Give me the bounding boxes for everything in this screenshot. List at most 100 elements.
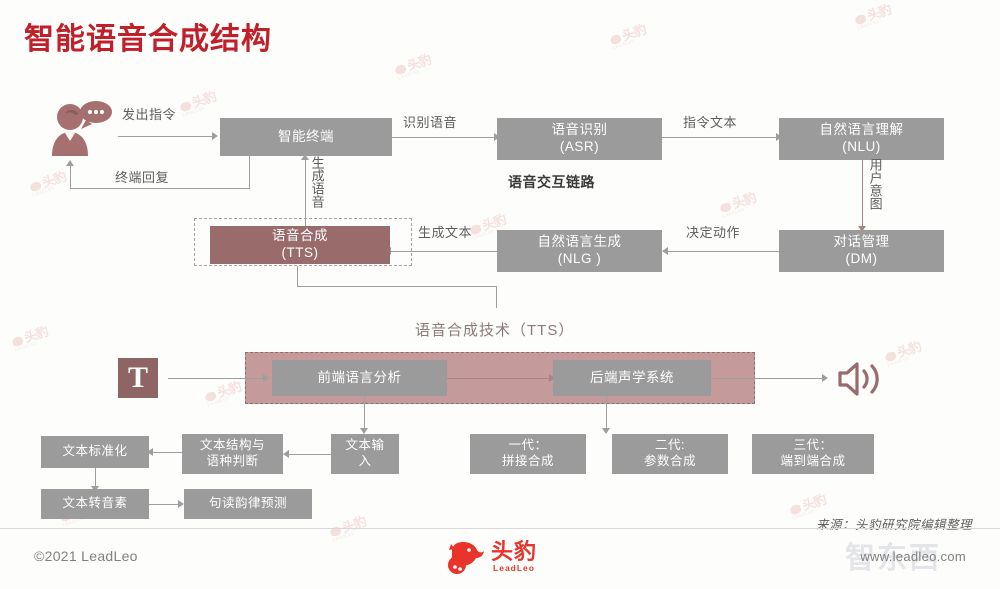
connector-grapheme-to-prosody (149, 504, 181, 505)
connector-backend-down (606, 396, 607, 430)
connector-normalize-down (95, 468, 96, 488)
node-nlg-line1: 自然语言生成 (537, 234, 622, 250)
user-speaking-icon (46, 100, 112, 158)
brand-name-en: LeadLeo (493, 563, 535, 573)
connector-generate-speech (305, 158, 306, 226)
node-frontend-analysis[interactable]: 前端语言分析 (272, 360, 447, 396)
tts-highlight-frame (194, 218, 412, 266)
connector-decide-action (665, 251, 779, 252)
edge-label-recognize-speech: 识别语音 (403, 115, 458, 130)
node-grapheme-to-phoneme[interactable]: 文本转音素 (41, 489, 149, 519)
node-generation-2-line2: 参数合成 (643, 454, 696, 468)
connector-tts-bracket-right (496, 286, 497, 308)
leopard-mark-icon (448, 542, 484, 574)
copyright-text: ©2021 LeadLeo (34, 548, 138, 564)
node-nlg[interactable]: 自然语言生成 (NLG ) (497, 230, 662, 272)
connector-backend-to-speaker (711, 378, 825, 379)
website-url: www.leadleo.com (860, 549, 966, 564)
arrow-backend-to-speaker (822, 374, 828, 382)
node-generation-3-line2: 端到端合成 (780, 454, 846, 468)
edge-label-command-text: 指令文本 (683, 115, 738, 130)
arrow-decide-action (662, 247, 668, 255)
connector-tts-bracket-left (297, 266, 298, 286)
connector-generate-text (388, 251, 497, 252)
node-smart-terminal[interactable]: 智能终端 (220, 118, 392, 156)
connector-frontend-down (364, 396, 365, 430)
node-generation-1[interactable]: 一代： 拼接合成 (470, 434, 586, 474)
connector-text-to-frontend (168, 378, 266, 379)
node-nlu-line2: (NLU) (842, 139, 881, 154)
arrow-issue-command (212, 132, 218, 140)
arrow-user-intent (858, 226, 866, 232)
connector-tts-bracket-h (297, 286, 497, 287)
connector-user-intent (862, 160, 863, 228)
connector-recognize-speech (392, 137, 497, 138)
brand-name-cn: 头豹 (491, 539, 538, 564)
node-generation-3-line1: 三代： (793, 438, 833, 453)
connector-terminal-reply-up (70, 163, 71, 189)
node-dm-line1: 对话管理 (833, 234, 890, 250)
node-prosody-prediction[interactable]: 句读韵律预测 (184, 489, 312, 519)
node-nlg-line2: (NLG ) (557, 251, 602, 266)
node-text-input[interactable]: 文本输 入 (331, 434, 399, 474)
node-nlu-line1: 自然语言理解 (819, 122, 904, 138)
node-text-normalization[interactable]: 文本标准化 (41, 436, 149, 468)
arrow-backend-down (602, 428, 610, 434)
node-dm-line2: (DM) (845, 251, 878, 266)
node-text-structure[interactable]: 文本结构与 语种判断 (182, 434, 283, 474)
edge-label-terminal-reply: 终端回复 (115, 170, 170, 185)
node-generation-2-line1: 二代: (655, 438, 685, 453)
connector-command-text (662, 137, 779, 138)
node-text-input-line2: 入 (358, 454, 372, 468)
arrow-input-to-structure (283, 450, 289, 458)
source-note: 来源：头豹研究院编辑整理 (815, 518, 972, 532)
node-tts-line1: 语音合成 (272, 228, 328, 244)
node-text-structure-line2: 语种判断 (206, 454, 259, 468)
node-tts-line2: (TTS) (281, 245, 319, 260)
edge-label-decide-action: 决定动作 (686, 225, 741, 240)
arrow-generate-speech (301, 154, 309, 160)
node-asr-line2: (ASR) (559, 139, 600, 154)
node-generation-1-line1: 一代： (508, 438, 548, 453)
speaker-output-icon (836, 358, 884, 400)
node-generation-2[interactable]: 二代: 参数合成 (612, 434, 728, 474)
node-asr-line1: 语音识别 (551, 122, 608, 138)
node-dm[interactable]: 对话管理 (DM) (779, 230, 944, 272)
leadleo-logo: 头豹 LeadLeo (445, 538, 537, 576)
arrow-structure-to-normalize (147, 448, 153, 456)
edge-label-generate-speech: 生成语音 (309, 156, 325, 208)
node-nlu[interactable]: 自然语言理解 (NLU) (779, 118, 944, 160)
footer-divider (0, 528, 1000, 529)
arrow-grapheme-to-prosody (178, 500, 184, 508)
connector-input-to-structure (286, 454, 331, 455)
text-input-icon: T (118, 358, 158, 398)
tts-section-caption: 语音合成技术（TTS） (415, 322, 575, 339)
node-backend-acoustic[interactable]: 后端声学系统 (553, 360, 711, 396)
arrow-frontend-down (360, 428, 368, 434)
page-title: 智能语音合成结构 (24, 23, 272, 56)
arrow-text-to-frontend (263, 374, 269, 382)
connector-issue-command (118, 136, 214, 137)
node-text-structure-line1: 文本结构与 (199, 438, 265, 453)
node-asr[interactable]: 语音识别 (ASR) (497, 118, 662, 160)
node-generation-3[interactable]: 三代： 端到端合成 (752, 434, 874, 474)
connector-frontend-to-backend (447, 378, 552, 379)
edge-label-issue-command: 发出指令 (122, 107, 177, 122)
connector-terminal-reply-h (70, 188, 250, 189)
connector-terminal-reply-v (249, 155, 250, 189)
connector-structure-to-normalize (150, 452, 182, 453)
node-generation-1-line2: 拼接合成 (501, 454, 554, 468)
node-tts[interactable]: 语音合成 (TTS) (210, 226, 390, 264)
edge-label-user-intent: 用户意图 (867, 158, 883, 210)
